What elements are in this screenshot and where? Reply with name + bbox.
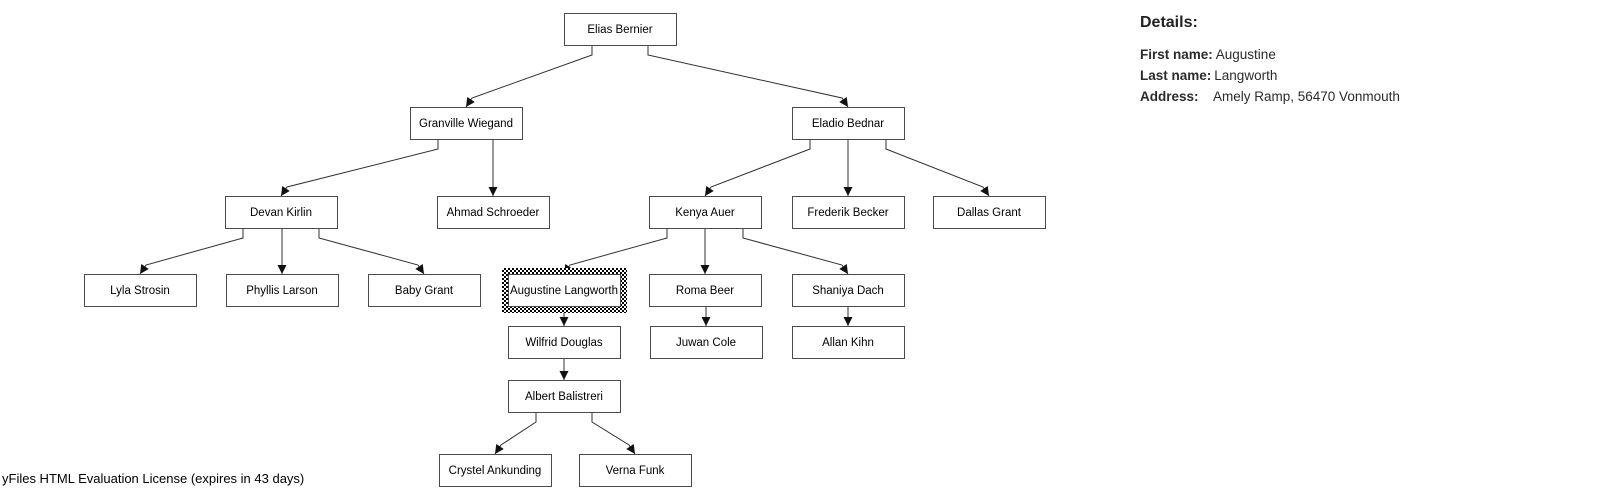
first-name-value: Augustine (1215, 47, 1276, 62)
org-chart-node[interactable]: Kenya Auer (648, 196, 762, 229)
org-edge (591, 413, 636, 455)
org-chart-node[interactable]: Phyllis Larson (225, 274, 339, 307)
org-chart-node[interactable]: Elias Bernier (563, 13, 677, 46)
org-edge (647, 46, 849, 108)
org-chart-node[interactable]: Baby Grant (367, 274, 481, 307)
org-edge (139, 229, 244, 275)
org-chart-node[interactable]: Verna Funk (578, 454, 692, 487)
org-edge (885, 140, 990, 197)
org-chart-node[interactable]: Wilfrid Douglas (507, 326, 621, 359)
last-name-value: Langworth (1214, 68, 1278, 83)
details-title: Details: (1140, 14, 1198, 31)
org-chart-node[interactable]: Dallas Grant (932, 196, 1046, 229)
org-chart-node[interactable]: Roma Beer (648, 274, 762, 307)
org-edge (494, 413, 537, 455)
org-chart-node[interactable]: Ahmad Schroeder (436, 196, 550, 229)
org-chart-node[interactable]: Granville Wiegand (409, 107, 523, 140)
org-chart-node[interactable]: Allan Kihn (791, 326, 905, 359)
details-panel: Details: First name: Augustine Last name… (1140, 14, 1580, 107)
org-edge (318, 229, 425, 275)
org-chart-node[interactable]: Augustine Langworth (507, 274, 621, 307)
detail-row-first-name: First name: Augustine (1140, 44, 1580, 65)
detail-row-last-name: Last name: Langworth (1140, 65, 1580, 86)
detail-row-address: Address: Amely Ramp, 56470 Vonmouth (1140, 86, 1580, 107)
org-edge (280, 140, 439, 197)
org-chart-node[interactable]: Albert Balistreri (507, 380, 621, 413)
license-text: yFiles HTML Evaluation License (expires … (2, 471, 305, 486)
org-chart-node[interactable]: Lyla Strosin (83, 274, 197, 307)
org-edge (465, 46, 593, 108)
org-chart-node[interactable]: Crystel Ankunding (438, 454, 552, 487)
org-chart-node[interactable]: Juwan Cole (649, 326, 763, 359)
org-chart-node[interactable]: Devan Kirlin (224, 196, 338, 229)
org-edge (704, 140, 811, 197)
org-chart-node[interactable]: Eladio Bednar (791, 107, 905, 140)
address-value: Amely Ramp, 56470 Vonmouth (1213, 89, 1400, 104)
org-edge (742, 229, 849, 275)
org-chart-node[interactable]: Shaniya Dach (791, 274, 905, 307)
org-chart-node[interactable]: Frederik Becker (791, 196, 905, 229)
address-label: Address: (1140, 89, 1199, 104)
first-name-label: First name: (1140, 47, 1213, 62)
last-name-label: Last name: (1140, 68, 1212, 83)
